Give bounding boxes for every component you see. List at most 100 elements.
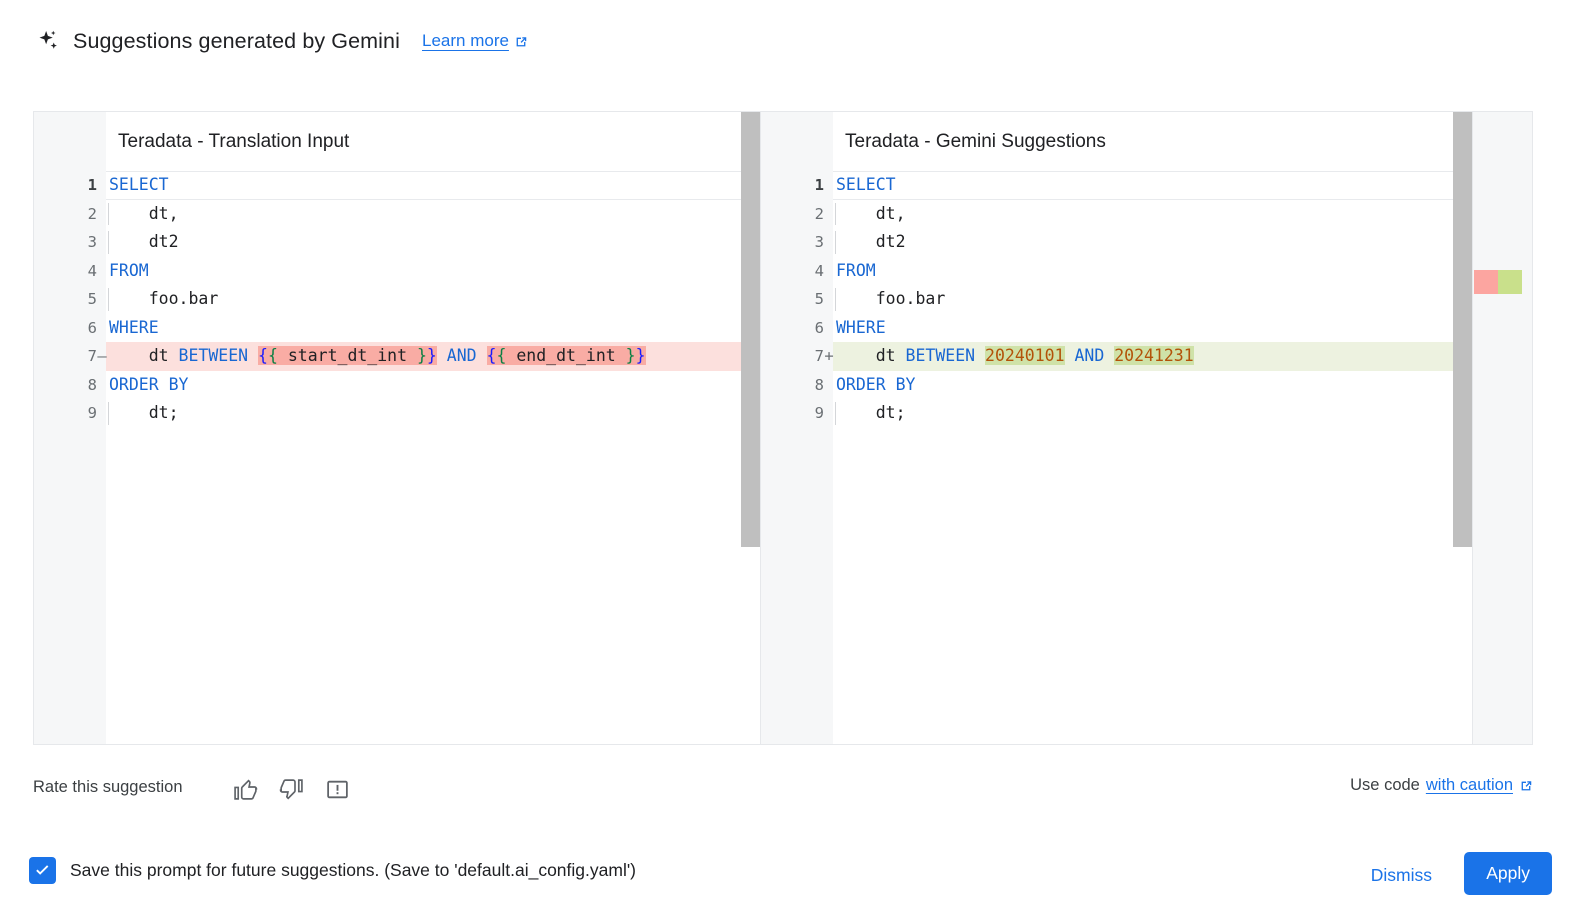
- indent-guide: [108, 402, 109, 425]
- use-code-caution: Use code with caution: [1350, 776, 1533, 795]
- code-token: AND: [446, 346, 477, 365]
- code-line: FROM: [833, 257, 1532, 286]
- code-line: foo.bar: [106, 285, 760, 314]
- pane-title-left: Teradata - Translation Input: [118, 131, 350, 152]
- code-line: dt,: [106, 200, 760, 229]
- line-number: 7–: [34, 342, 107, 371]
- code-token: {: [486, 346, 497, 365]
- rate-suggestion-row: Rate this suggestion Use cod: [33, 768, 1533, 812]
- page-title: Suggestions generated by Gemini: [73, 28, 400, 53]
- code-token: }: [416, 346, 427, 365]
- code-token: dt;: [836, 403, 906, 422]
- line-number: 4: [814, 261, 824, 280]
- line-number: 1: [814, 176, 824, 194]
- code-token: 20240101: [985, 346, 1065, 365]
- code-token: [248, 346, 258, 365]
- code-token: dt2: [109, 232, 179, 251]
- code-token: dt2: [836, 232, 906, 251]
- save-prompt-checkbox-row: Save this prompt for future suggestions.…: [29, 857, 636, 884]
- code-token: FROM: [836, 260, 876, 280]
- code-token: SELECT: [109, 175, 169, 194]
- line-number: 6: [87, 318, 97, 337]
- vertical-scrollbar-right[interactable]: [1453, 112, 1472, 547]
- line-number: 4: [87, 261, 97, 280]
- diff-viewer: 1 2 3 4 5 6 7– 8 9 Teradata - Translation Input …: [33, 111, 1533, 745]
- report-icon[interactable]: [322, 774, 352, 804]
- code-token: {: [496, 346, 507, 365]
- line-number: 5: [814, 290, 824, 308]
- code-line: WHERE: [833, 314, 1532, 343]
- external-link-icon: [514, 34, 528, 48]
- code-area-left[interactable]: Teradata - Translation Input SELECT dt, …: [106, 112, 760, 744]
- code-line: dt BETWEEN {{ start_dt_int }} AND {{ end…: [106, 342, 760, 371]
- code-token: }: [635, 346, 646, 365]
- pane-title-right: Teradata - Gemini Suggestions: [845, 131, 1106, 152]
- footer-bar: Save this prompt for future suggestions.…: [0, 836, 1574, 918]
- code-token: [1104, 346, 1114, 365]
- ruler-mark-added: [1498, 270, 1522, 294]
- indent-guide: [835, 202, 836, 225]
- line-number: 2: [814, 204, 824, 223]
- code-token: foo.bar: [109, 289, 219, 308]
- code-token: BETWEEN: [905, 346, 976, 365]
- code-token: [1065, 346, 1075, 365]
- indent-guide: [108, 288, 109, 311]
- code-token: FROM: [109, 260, 149, 280]
- code-token: [477, 346, 487, 365]
- save-prompt-label: Save this prompt for future suggestions.…: [70, 860, 636, 880]
- code-line: SELECT: [106, 171, 760, 200]
- code-token: 20241231: [1114, 346, 1194, 365]
- external-link-icon: [1519, 779, 1533, 793]
- rate-icon-group: [230, 774, 352, 804]
- code-token: ORDER BY: [836, 374, 916, 394]
- code-line: ORDER BY: [833, 371, 1532, 400]
- save-prompt-checkbox[interactable]: [29, 857, 56, 884]
- thumb-down-icon[interactable]: [276, 774, 306, 804]
- code-token: dt: [836, 346, 906, 365]
- line-number: 3: [814, 233, 824, 251]
- use-code-prefix: Use code: [1350, 776, 1420, 794]
- line-number: 8: [87, 375, 97, 394]
- code-token: end_dt_int: [506, 346, 626, 365]
- indent-guide: [835, 402, 836, 425]
- apply-button[interactable]: Apply: [1464, 852, 1552, 895]
- code-token: WHERE: [836, 317, 886, 337]
- with-caution-link[interactable]: with caution: [1425, 776, 1513, 794]
- learn-more-link[interactable]: Learn more: [422, 31, 528, 51]
- overview-ruler[interactable]: [1472, 112, 1532, 744]
- diff-del-sign: –: [97, 347, 107, 365]
- code-token: start_dt_int: [277, 346, 417, 365]
- code-line: dt2: [833, 228, 1532, 257]
- diff-add-sign: +: [824, 347, 834, 365]
- dismiss-button[interactable]: Dismiss: [1359, 857, 1444, 894]
- line-number: 7+: [761, 342, 834, 371]
- code-token: [437, 346, 447, 365]
- code-area-right[interactable]: Teradata - Gemini Suggestions SELECT dt,…: [833, 112, 1532, 744]
- line-number: 9: [814, 404, 824, 422]
- panel-header: Suggestions generated by Gemini Learn mo…: [33, 26, 528, 56]
- line-number: 3: [87, 233, 97, 251]
- vertical-scrollbar-left[interactable]: [741, 112, 760, 547]
- indent-guide: [108, 202, 109, 225]
- thumb-up-icon[interactable]: [230, 774, 260, 804]
- code-line: dt;: [833, 399, 1532, 428]
- code-line: dt2: [106, 228, 760, 257]
- code-token: dt;: [109, 403, 179, 422]
- code-token: foo.bar: [836, 289, 946, 308]
- code-line: SELECT: [833, 171, 1532, 200]
- indent-guide: [108, 231, 109, 254]
- line-number: 2: [87, 204, 97, 223]
- indent-guide: [835, 231, 836, 254]
- code-token: }: [625, 346, 636, 365]
- line-number: 6: [814, 318, 824, 337]
- code-token: dt: [109, 346, 179, 365]
- ruler-mark-deleted: [1474, 270, 1498, 294]
- rate-label: Rate this suggestion: [33, 778, 183, 796]
- line-number: 1: [87, 176, 97, 194]
